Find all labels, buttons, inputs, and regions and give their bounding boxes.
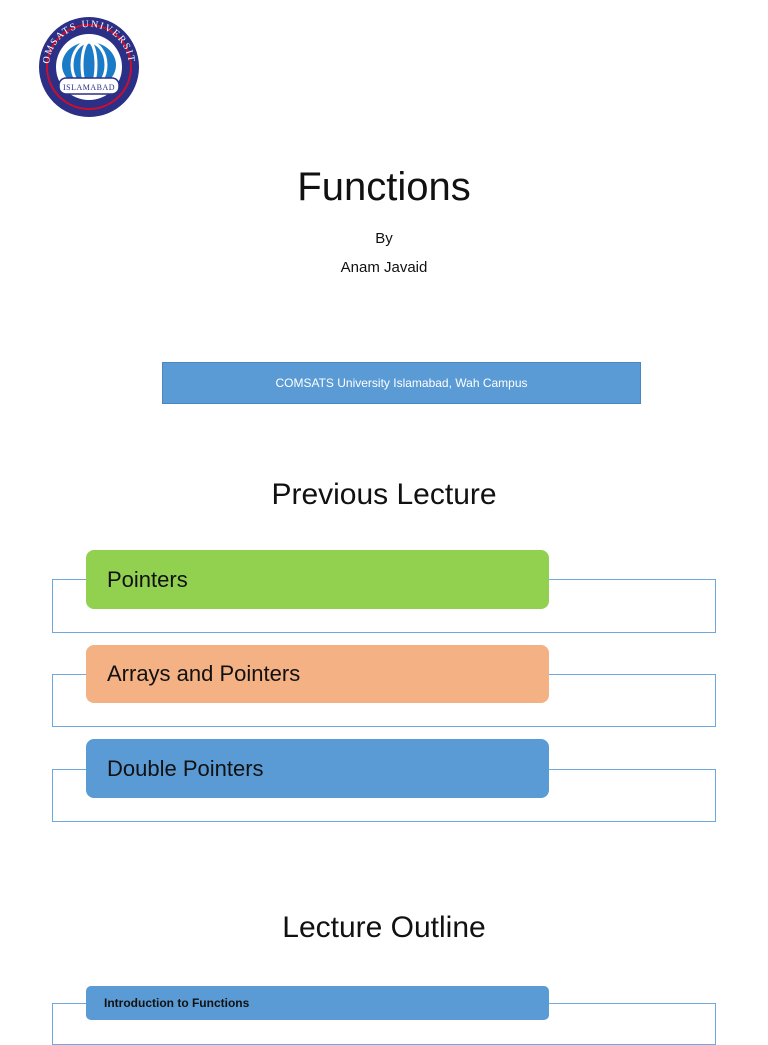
list-item-label: Arrays and Pointers (107, 661, 301, 686)
campus-banner: COMSATS University Islamabad, Wah Campus (162, 362, 641, 404)
lecture-outline-heading: Lecture Outline (282, 911, 486, 944)
list-item-label: Pointers (107, 566, 188, 592)
previous-lecture-heading: Previous Lecture (271, 478, 497, 511)
author-name: Anam Javaid (340, 259, 428, 276)
list-item-arrays-and-pointers: Arrays and Pointers (86, 645, 549, 703)
list-item-introduction-to-functions: Introduction to Functions (86, 986, 549, 1020)
list-item-label: Double Pointers (107, 755, 264, 781)
university-logo: COMSATS UNIVERSITY ISLAMABAD (33, 15, 139, 117)
by-label: By (375, 230, 393, 247)
list-item-label: Introduction to Functions (104, 996, 250, 1010)
list-item-pointers: Pointers (86, 550, 549, 609)
logo-bottom-text: ISLAMABAD (63, 83, 115, 92)
slide-title: Functions (297, 165, 471, 209)
list-item-double-pointers: Double Pointers (86, 739, 549, 798)
